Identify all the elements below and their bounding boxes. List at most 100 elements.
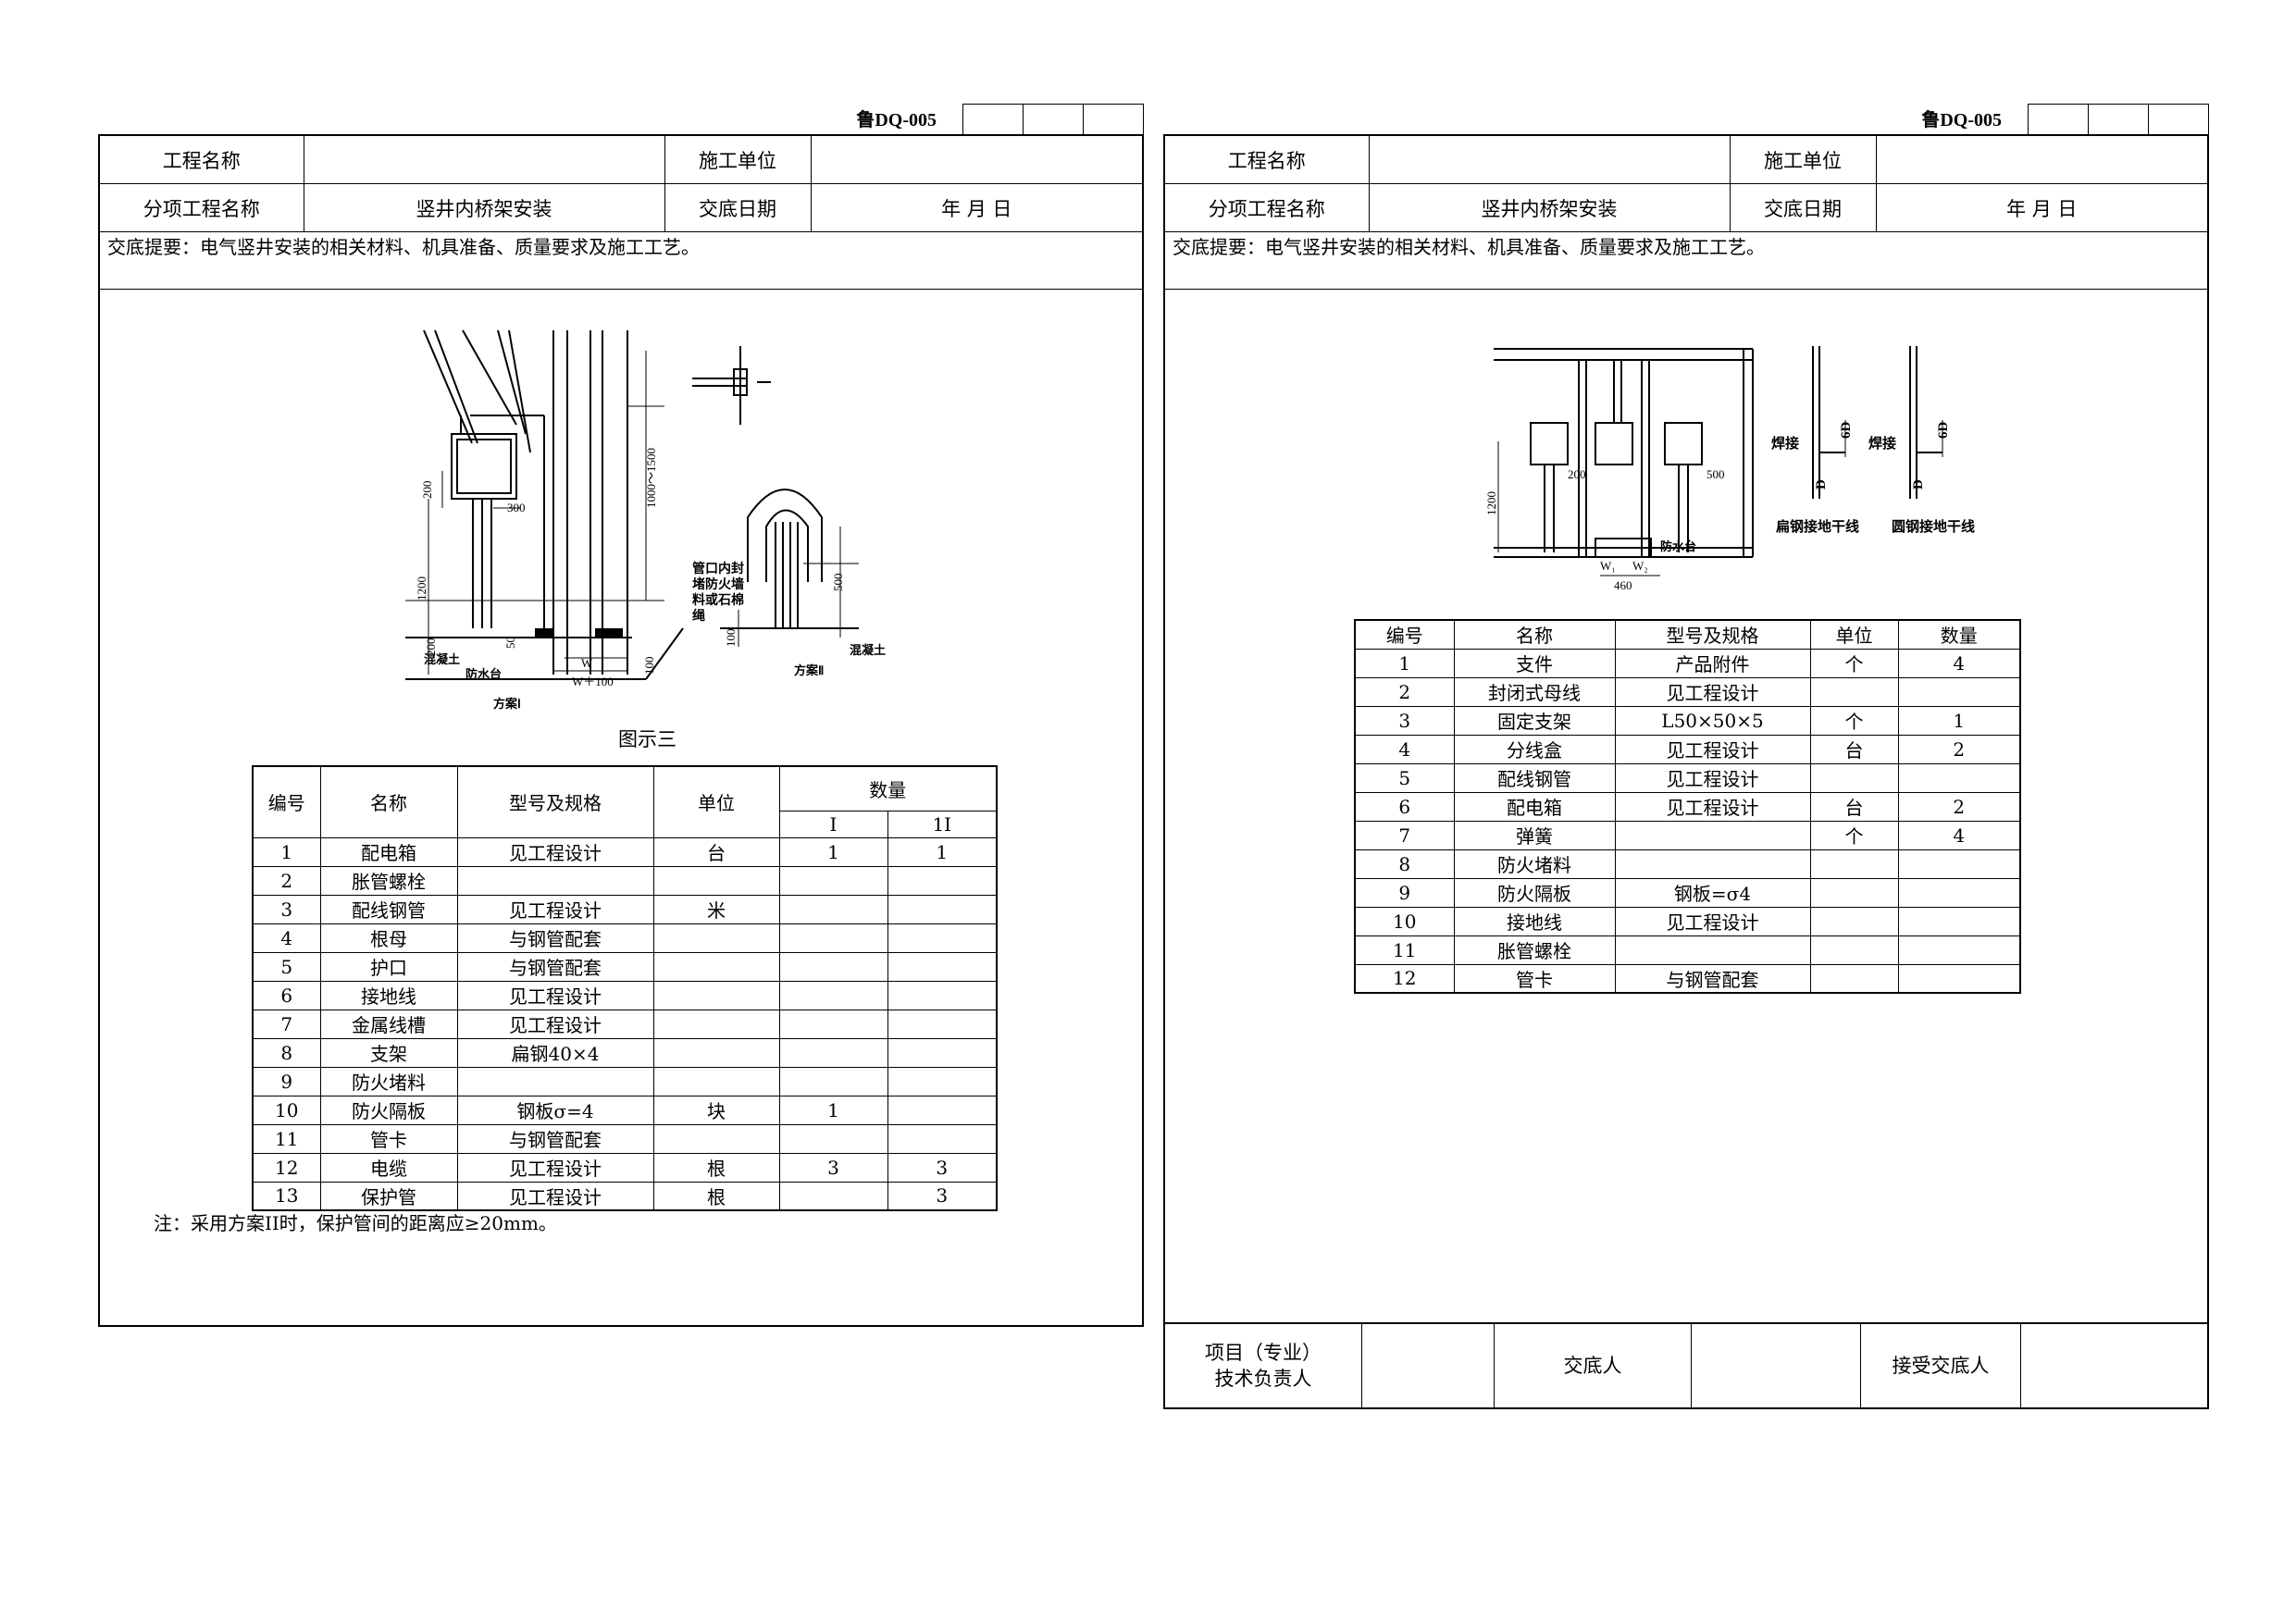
subitem-label: 分项工程名称 <box>1165 183 1370 232</box>
table-cell <box>1809 906 1899 936</box>
busbar-shaft-svg: 1200 200 500 W₁ W₂ 460 防水台 <box>1484 348 1754 592</box>
waterproof-label: 防水台 <box>1660 539 1696 553</box>
table-cell <box>1897 963 2021 994</box>
form-frame: 工程名称 施工单位 分项工程名称 竖井内桥架安装 交底日期 年 月 日 交底提要… <box>98 134 1144 1327</box>
table-cell: 根母 <box>319 923 458 953</box>
receiver-signature[interactable] <box>2021 1324 2207 1407</box>
date-value[interactable]: 年 月 日 <box>1875 183 2207 232</box>
table-cell <box>887 951 998 982</box>
project-name-value[interactable] <box>303 136 665 184</box>
table-cell <box>1809 963 1899 994</box>
table-cell: 个 <box>1809 705 1899 736</box>
table-cell: 2 <box>1354 676 1455 707</box>
table-cell: 接地线 <box>319 980 458 1010</box>
table-cell: 7 <box>1354 820 1455 850</box>
col-header-qty: 数量 <box>778 765 998 812</box>
contractor-value[interactable] <box>810 136 1142 184</box>
table-cell: 5 <box>252 951 321 982</box>
table-cell <box>652 1066 780 1096</box>
signature-row: 项目（专业） 技术负责人 交底人 接受交底人 <box>1165 1322 2207 1407</box>
code-box <box>962 104 1023 134</box>
table-cell <box>1897 877 2021 908</box>
table-cell: 1 <box>887 836 998 867</box>
table-cell <box>456 1066 654 1096</box>
table-cell <box>1897 935 2021 965</box>
table-cell <box>778 1009 888 1039</box>
table-cell: 2 <box>1897 734 2021 764</box>
dim-label: 1000～1500 <box>644 448 658 508</box>
scheme-1-label: 方案Ⅰ <box>493 697 521 711</box>
dim-label: 1200 <box>1484 491 1498 515</box>
col-subheader-2: 1I <box>887 810 998 838</box>
table-cell <box>887 1009 998 1039</box>
weld-label: 焊接 <box>1771 435 1799 452</box>
col-header-no: 编号 <box>252 765 321 838</box>
table-cell: L50×50×5 <box>1614 705 1811 736</box>
table-cell <box>652 1009 780 1039</box>
project-name-value[interactable] <box>1368 136 1731 184</box>
col-subheader-1: I <box>778 810 888 838</box>
table-cell: 根 <box>652 1152 780 1183</box>
table-cell: 2 <box>1897 791 2021 822</box>
table-cell: 见工程设计 <box>1614 676 1811 707</box>
table-cell <box>652 865 780 896</box>
dim-label: 500 <box>831 574 845 592</box>
table-cell <box>1809 849 1899 879</box>
table-cell: 见工程设计 <box>456 1152 654 1183</box>
table-cell <box>652 1037 780 1068</box>
table-cell <box>887 1066 998 1096</box>
table-cell: 见工程设计 <box>456 1009 654 1039</box>
table-cell <box>778 1037 888 1068</box>
table-cell: 电缆 <box>319 1152 458 1183</box>
table-cell <box>778 951 888 982</box>
dim-label: W₂ <box>1632 559 1648 573</box>
dim-label: 100 <box>724 629 738 648</box>
table-cell: 扁钢40×4 <box>456 1037 654 1068</box>
table-cell: 保护管 <box>319 1181 458 1211</box>
table-cell: 1 <box>1897 705 2021 736</box>
table-cell <box>778 980 888 1010</box>
table-cell: 护口 <box>319 951 458 982</box>
dim-label: 200 <box>424 638 438 657</box>
table-cell: 配线钢管 <box>1453 762 1616 793</box>
contractor-value[interactable] <box>1875 136 2207 184</box>
discloser-signature[interactable] <box>1692 1324 1861 1407</box>
table-cell: 见工程设计 <box>456 836 654 867</box>
table-cell <box>1897 676 2021 707</box>
dim-label: D <box>1814 479 1829 489</box>
table-cell: 台 <box>1809 791 1899 822</box>
table-cell <box>778 923 888 953</box>
table-cell <box>887 923 998 953</box>
table-cell: 封闭式母线 <box>1453 676 1616 707</box>
table-cell: 管卡 <box>319 1123 458 1154</box>
table-cell: 与钢管配套 <box>1614 963 1811 994</box>
table-cell: 6 <box>1354 791 1455 822</box>
figure-caption: 图示三 <box>618 728 676 750</box>
table-cell: 见工程设计 <box>456 980 654 1010</box>
table-cell: 见工程设计 <box>1614 906 1811 936</box>
table-cell <box>1897 849 2021 879</box>
dim-label: 100 <box>642 657 656 675</box>
form-code-bar: 鲁DQ-005 <box>1163 104 2209 134</box>
tech-lead-signature[interactable] <box>1362 1324 1495 1407</box>
receiver-label: 接受交底人 <box>1861 1324 2021 1407</box>
table-cell: 防火堵料 <box>1453 849 1616 879</box>
scheme-1-svg: 200 300 1200 200 50 1000～1500 100 W W＋10… <box>405 329 684 711</box>
date-value[interactable]: 年 月 日 <box>810 183 1142 232</box>
table-cell: 支件 <box>1453 648 1616 678</box>
discloser-label: 交底人 <box>1495 1324 1692 1407</box>
table-cell: 胀管螺栓 <box>1453 935 1616 965</box>
table-cell: 见工程设计 <box>1614 734 1811 764</box>
table-cell: 2 <box>252 865 321 896</box>
table-cell: 10 <box>252 1095 321 1125</box>
table-cell: 米 <box>652 894 780 924</box>
